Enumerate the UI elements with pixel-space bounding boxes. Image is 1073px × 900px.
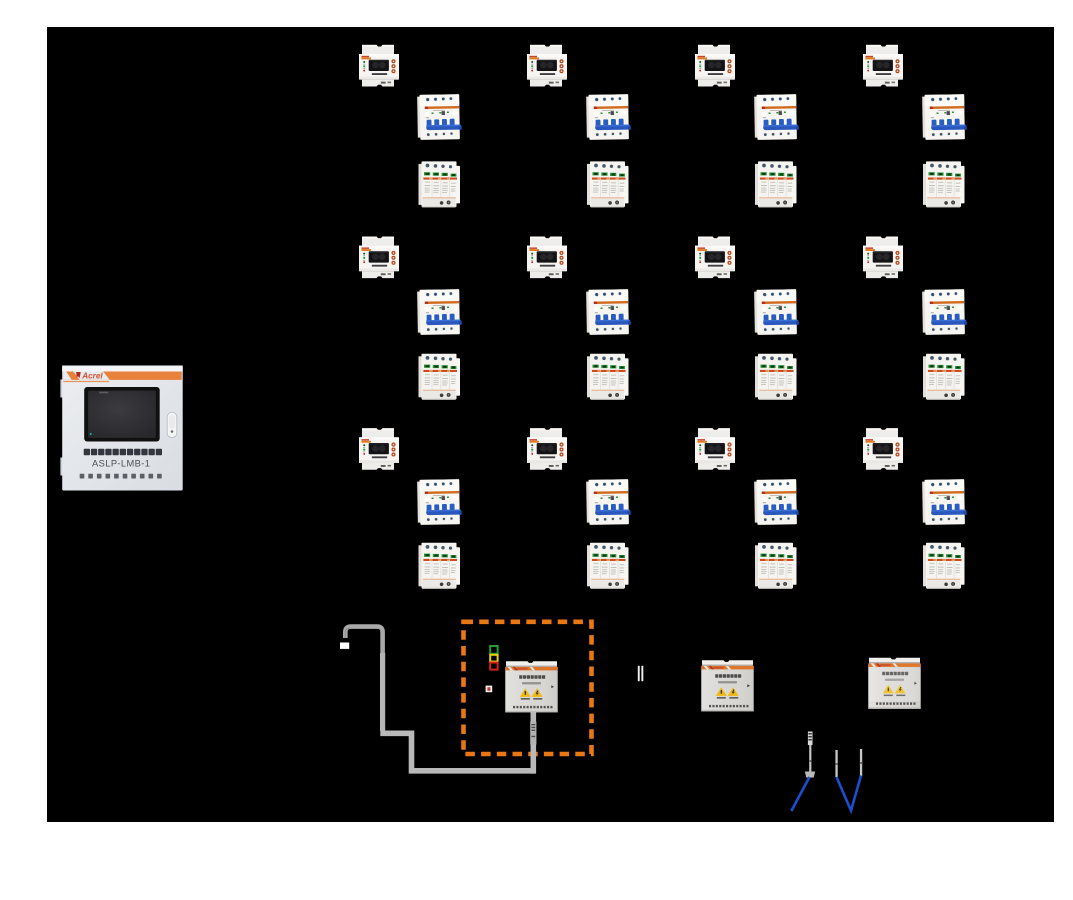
svg-text:Acrel: Acrel [81, 372, 103, 381]
svg-text:ASLP-LMB-1: ASLP-LMB-1 [92, 458, 150, 468]
